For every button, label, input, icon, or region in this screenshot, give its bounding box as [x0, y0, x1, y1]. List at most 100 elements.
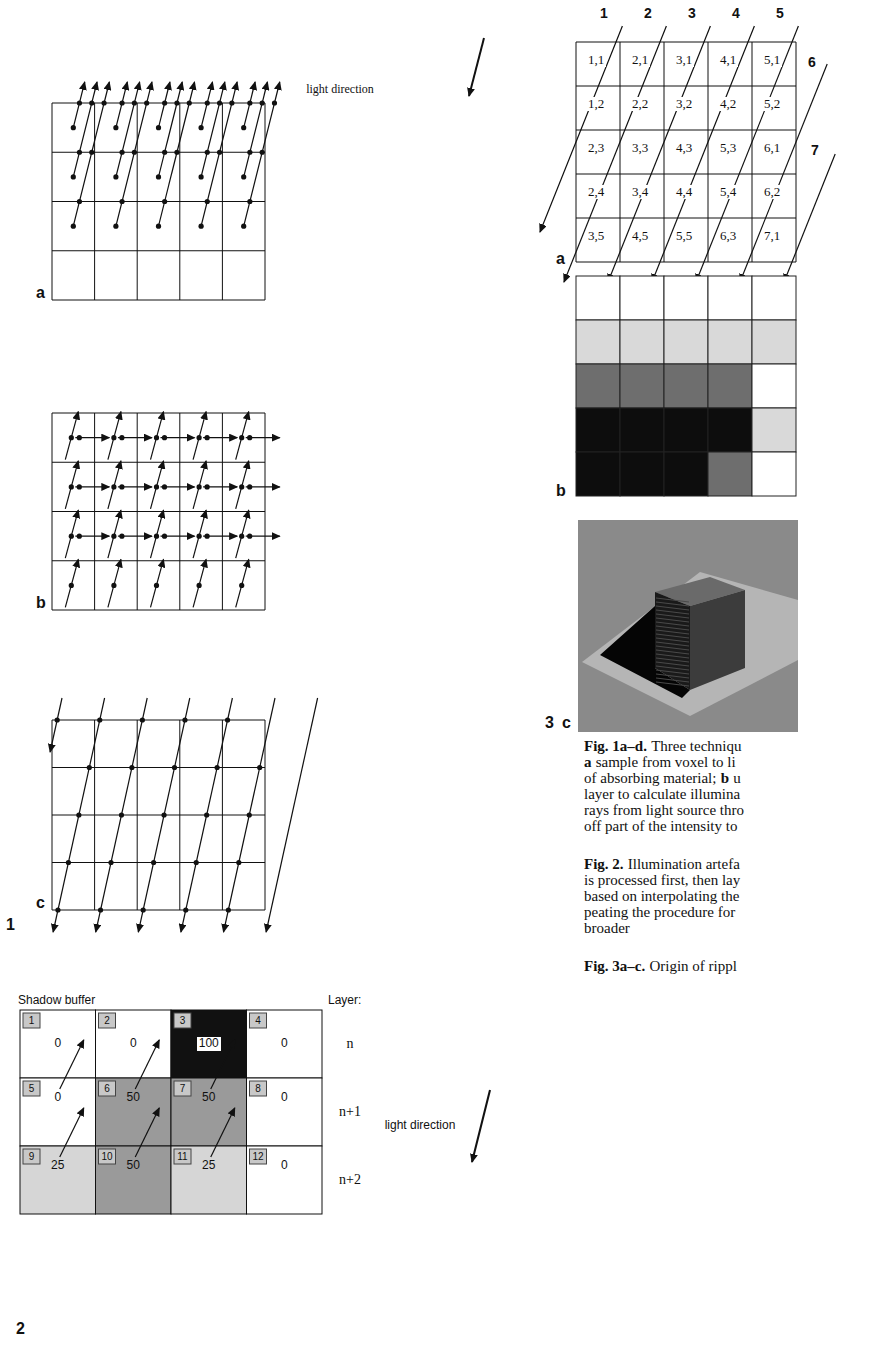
caption-line: peating the procedure for	[584, 904, 739, 920]
light-ray	[224, 698, 275, 932]
light-ray	[652, 26, 754, 282]
ripple-stripe	[656, 630, 689, 634]
light-ray	[201, 82, 212, 128]
cell-index-box	[250, 1149, 267, 1164]
cell-index-box	[99, 1013, 116, 1028]
sample-dot	[197, 484, 202, 489]
cell-value: 50	[200, 1091, 217, 1105]
ray-number: 3	[688, 5, 696, 21]
caption-line: Fig. 2.Illumination artefa	[584, 856, 744, 872]
sample-dot	[241, 224, 246, 229]
light-ray	[65, 510, 78, 558]
cell-value: 0	[52, 1091, 63, 1105]
cell-index: 11	[177, 1151, 187, 1163]
sample-dot	[77, 484, 82, 489]
sample-dot	[129, 765, 134, 770]
buffer-cell	[20, 1078, 96, 1146]
sample-dot	[119, 150, 124, 155]
ripple-stripe	[656, 674, 689, 678]
light-ray	[116, 82, 127, 128]
buffer-cell	[96, 1146, 172, 1214]
sample-dot	[69, 583, 74, 588]
sample-dot	[69, 484, 74, 489]
cell-value: 0	[128, 1037, 139, 1051]
light-ray	[50, 698, 62, 752]
shadow-ray	[135, 1040, 159, 1089]
panel-letter: a	[36, 284, 45, 302]
sample-dot	[71, 224, 76, 229]
light-ray	[159, 82, 195, 226]
sample-dot	[66, 860, 71, 865]
sample-dot	[205, 435, 210, 440]
sample-dot	[174, 150, 179, 155]
shadow-cell	[664, 276, 708, 320]
sample-dot	[247, 100, 252, 105]
sample-dot	[204, 812, 209, 817]
sample-dot	[162, 435, 167, 440]
buffer-cell	[171, 1010, 247, 1078]
sample-dot	[215, 765, 220, 770]
cell-index-box	[250, 1013, 267, 1028]
cell-label: 6,3	[718, 229, 738, 244]
shadow-cell	[664, 320, 708, 364]
light-ray	[244, 82, 268, 177]
sample-dot	[239, 435, 244, 440]
sample-dot	[87, 765, 92, 770]
cell-value: 0	[279, 1091, 290, 1105]
light-ray	[236, 559, 249, 607]
sample-dot	[194, 860, 199, 865]
sample-dot	[183, 907, 188, 912]
sample-dot	[132, 100, 137, 105]
layer-label: n+2	[339, 1172, 361, 1188]
cell-index: 1	[29, 1015, 35, 1027]
sample-dot	[229, 100, 234, 105]
sample-dot	[174, 100, 179, 105]
sample-dot	[162, 100, 167, 105]
sample-dot	[239, 583, 244, 588]
light-ray	[108, 510, 121, 558]
buffer-cell	[171, 1146, 247, 1214]
cell-label: 2,2	[630, 97, 650, 112]
panel-letter: a	[556, 250, 565, 268]
shadow-cell	[708, 452, 752, 496]
sample-dot	[205, 100, 210, 105]
caption-text: is processed first, then lay	[584, 872, 740, 888]
caption-line: broader	[584, 920, 634, 936]
shadow-cell	[620, 364, 664, 408]
ripple-stripe	[656, 614, 689, 618]
ripple-stripe	[656, 638, 689, 642]
sample-dot	[89, 100, 94, 105]
ripple-stripe	[656, 626, 689, 630]
caption-text: off part of the intensity to	[584, 818, 737, 834]
ray-number: 1	[600, 5, 608, 21]
sample-dot	[260, 150, 265, 155]
sample-dot	[182, 717, 187, 722]
layer-label: n+1	[339, 1104, 361, 1120]
shadow-cell	[576, 364, 620, 408]
cell-label: 5,3	[718, 141, 738, 156]
ripple-stripe	[656, 634, 689, 638]
cell-label: 3,4	[630, 185, 650, 200]
cell-index: 12	[252, 1151, 263, 1163]
ripple-stripe	[656, 610, 689, 614]
sample-dot	[162, 484, 167, 489]
sample-dot	[161, 812, 166, 817]
render-background	[578, 520, 798, 732]
caption-text: Fig. 3a–c.	[584, 958, 645, 974]
cell-label: 6,2	[762, 185, 782, 200]
buffer-cell	[20, 1146, 96, 1214]
light-ray	[151, 559, 164, 607]
shadow-cell	[752, 320, 796, 364]
shadow-cell	[576, 276, 620, 320]
direction-label: light direction	[306, 83, 374, 97]
shadow-cell	[576, 408, 620, 452]
panel-letter: c	[36, 894, 45, 912]
direction-label: light direction	[385, 1119, 456, 1133]
light-ray	[784, 154, 835, 282]
caption-line: off part of the intensity to	[584, 818, 742, 834]
cell-index-box	[99, 1149, 116, 1164]
sample-dot	[77, 435, 82, 440]
shadow-cell	[620, 452, 664, 496]
caption-text: sample from voxel to li	[596, 754, 736, 770]
ripple-stripe	[656, 678, 689, 682]
